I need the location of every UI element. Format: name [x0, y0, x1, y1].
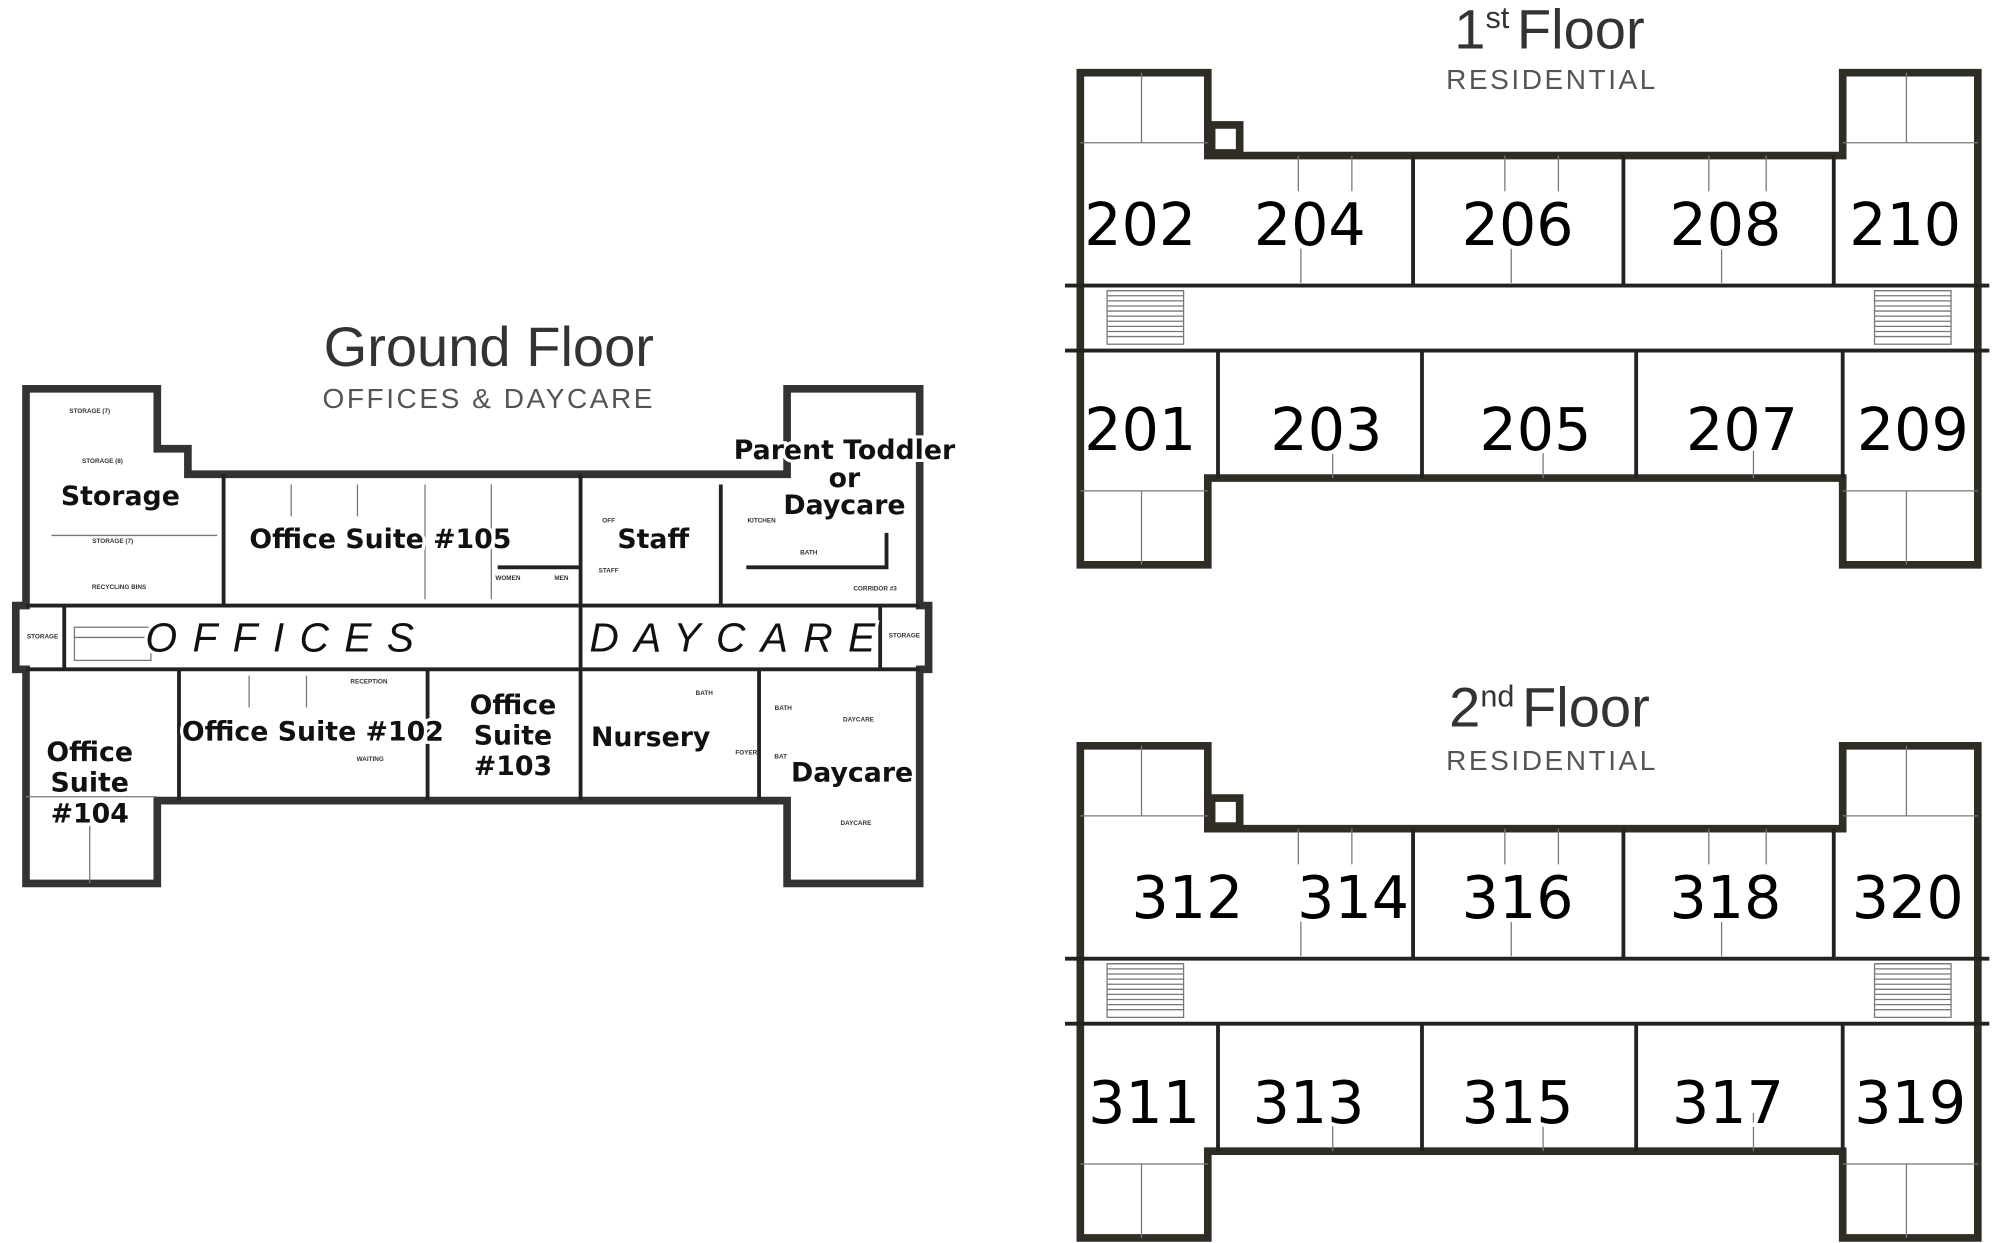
room-office-suite-102: Office Suite #102 [182, 717, 444, 748]
small-label: STORAGE (7) [69, 408, 110, 415]
small-label: FOYER [735, 750, 757, 757]
room-parent-toddler-line1: Parent Toddler [734, 435, 956, 466]
unit-312[interactable]: 312 [1128, 860, 1248, 936]
small-label: STORAGE (7) [92, 538, 133, 545]
chimney [1207, 794, 1244, 830]
unit-315[interactable]: 315 [1458, 1065, 1578, 1141]
ground-small-labels: STORAGE (7) STORAGE (8) STORAGE (7) RECY… [27, 408, 920, 827]
unit-313[interactable]: 313 [1249, 1065, 1369, 1141]
room-office-suite-103-line3: #103 [474, 751, 552, 782]
small-label: RECEPTION [350, 678, 388, 685]
small-label: STORAGE (8) [82, 458, 123, 465]
small-label: BATH [696, 690, 714, 697]
room-office-suite-105: Office Suite #105 [249, 524, 511, 555]
room-office-suite-103-line2: Suite [474, 721, 552, 752]
unit-314[interactable]: 314 [1293, 860, 1413, 936]
small-label: KITCHEN [747, 518, 776, 525]
unit-316[interactable]: 316 [1458, 860, 1578, 936]
small-label: STAFF [599, 567, 619, 574]
small-label: OFF [602, 518, 615, 525]
room-parent-toddler-line3: Daycare [783, 490, 905, 521]
zone-label-daycare: DAYCARE [589, 614, 890, 660]
small-label: BATH [800, 550, 818, 557]
ground-walls [11, 385, 933, 888]
first-floor-walls [1065, 68, 1990, 569]
chimney [1207, 121, 1244, 157]
unit-208[interactable]: 208 [1666, 187, 1786, 263]
ground-room-labels: Storage Office Suite #105 Staff Parent T… [43, 432, 959, 833]
second-floor-units: 312 314 316 318 320 311 313 315 317 319 [1084, 860, 1970, 1141]
room-parent-toddler-line2: or [829, 463, 861, 494]
room-office-suite-103-line1: Office [470, 690, 557, 721]
small-label: STORAGE [27, 634, 58, 641]
unit-207[interactable]: 207 [1682, 392, 1802, 468]
unit-201[interactable]: 201 [1080, 392, 1200, 468]
ground-floor-title: Ground Floor [324, 315, 654, 378]
unit-317[interactable]: 317 [1668, 1065, 1788, 1141]
room-nursery: Nursery [591, 722, 710, 753]
small-label: STORAGE [889, 632, 920, 639]
unit-210[interactable]: 210 [1845, 187, 1965, 263]
room-office-suite-104-line1: Office [46, 737, 133, 768]
small-label: CORRIDOR #3 [853, 585, 897, 592]
unit-206[interactable]: 206 [1458, 187, 1578, 263]
ground-floor-subtitle: OFFICES & DAYCARE [323, 383, 656, 414]
small-label: WOMEN [495, 575, 520, 582]
unit-204[interactable]: 204 [1250, 187, 1370, 263]
ground-floor-plan: Ground Floor OFFICES & DAYCARE [11, 315, 959, 888]
small-label: DAYCARE [841, 820, 872, 827]
small-label: MEN [554, 575, 569, 582]
unit-320[interactable]: 320 [1848, 860, 1968, 936]
room-staff: Staff [617, 524, 689, 555]
first-floor-units: 202 204 206 208 210 201 203 205 207 209 [1080, 187, 1973, 468]
unit-203[interactable]: 203 [1267, 392, 1387, 468]
zone-label-offices: OFFICES [145, 614, 429, 660]
unit-311[interactable]: 311 [1084, 1065, 1204, 1141]
unit-202[interactable]: 202 [1080, 187, 1200, 263]
small-label: BATH [775, 705, 793, 712]
unit-319[interactable]: 319 [1850, 1065, 1970, 1141]
small-label: WAITING [357, 756, 384, 763]
small-label: DAYCARE [843, 717, 874, 724]
second-floor-walls [1065, 741, 1990, 1242]
room-storage: Storage [61, 481, 180, 512]
second-floor-subtitle: RESIDENTIAL [1446, 745, 1658, 776]
unit-205[interactable]: 205 [1476, 392, 1596, 468]
first-floor-subtitle: RESIDENTIAL [1446, 64, 1658, 95]
room-office-suite-104-line3: #104 [51, 798, 129, 829]
small-label: RECYCLING BINS [92, 584, 146, 591]
unit-318[interactable]: 318 [1666, 860, 1786, 936]
ground-zone-labels: OFFICES DAYCARE [142, 611, 890, 663]
small-label: BAT [774, 754, 787, 761]
room-daycare: Daycare [791, 757, 913, 788]
unit-209[interactable]: 209 [1853, 392, 1973, 468]
room-office-suite-104-line2: Suite [51, 768, 129, 799]
